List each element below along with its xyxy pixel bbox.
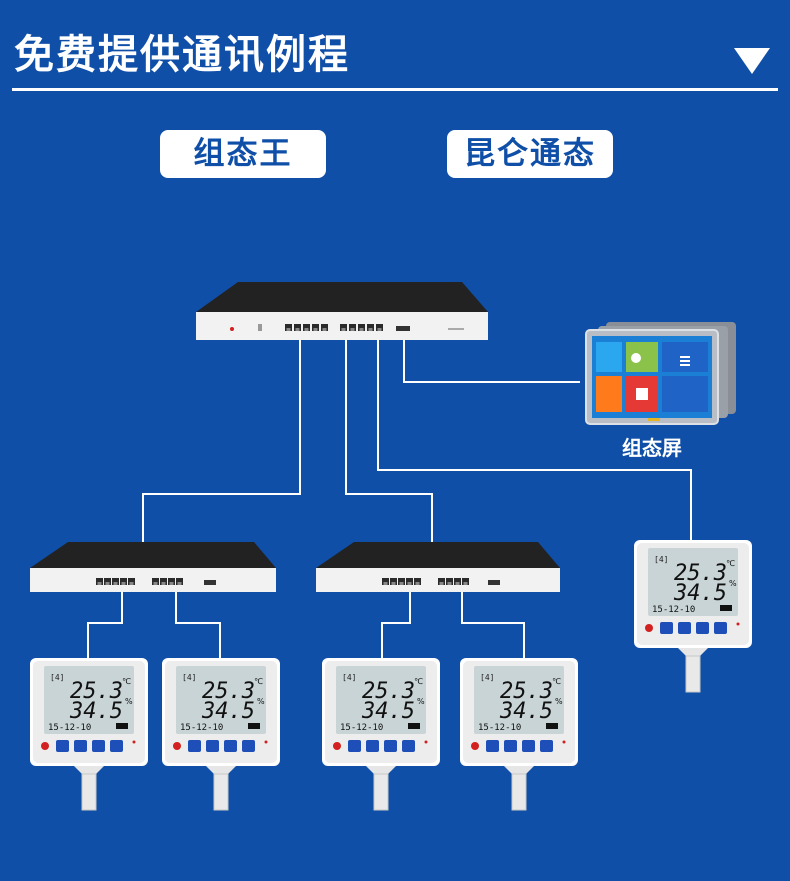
sub-switch-right — [316, 542, 560, 592]
sensor-1 — [29, 657, 149, 811]
hmi-screen — [585, 322, 736, 425]
header-divider — [12, 88, 778, 91]
sensor-4 — [459, 657, 579, 811]
page-title: 免费提供通讯例程 — [14, 32, 350, 78]
tag-kingview: 组态王 — [160, 130, 326, 178]
main-switch — [196, 282, 488, 340]
sensor-2 — [161, 657, 281, 811]
sensor-5 — [633, 539, 753, 693]
sensor-3 — [321, 657, 441, 811]
triangle-down-icon[interactable] — [734, 48, 770, 74]
connection-lines — [87, 340, 692, 660]
hmi-screen-label: 组态屏 — [622, 436, 682, 460]
sub-switch-left — [30, 542, 276, 592]
tag-mcgs: 昆仑通态 — [447, 130, 613, 178]
